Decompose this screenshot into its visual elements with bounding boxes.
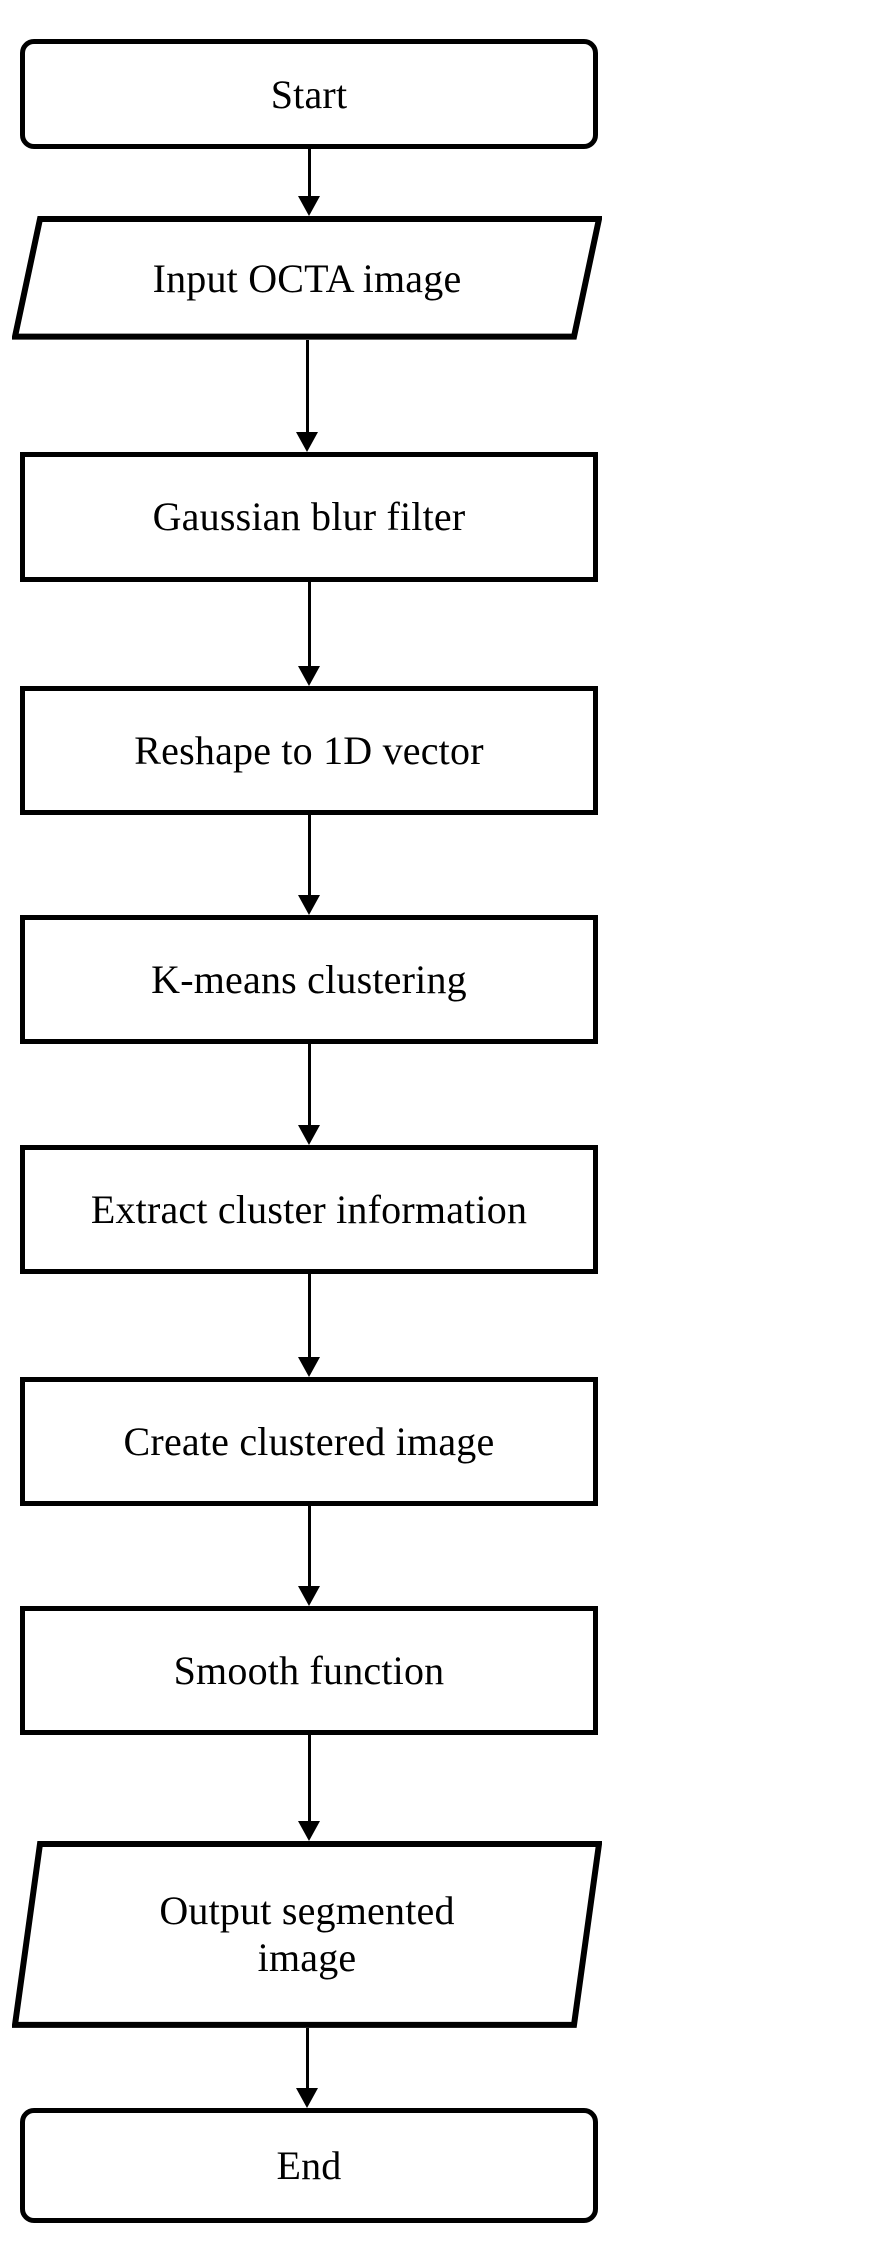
flowchart-node-kmeans: K-means clustering — [20, 914, 598, 1044]
flowchart-node-create: Create clustered image — [20, 1376, 598, 1507]
flowchart-node-start: Start — [20, 39, 598, 149]
arrowhead-icon — [298, 1356, 320, 1377]
arrow-shaft — [307, 1274, 311, 1359]
node-label-reshape: Reshape to 1D vector — [134, 727, 484, 773]
arrow-blur-to-reshape — [289, 581, 329, 686]
arrow-shaft — [307, 814, 311, 897]
arrow-shaft — [307, 1043, 311, 1128]
arrow-input-to-blur — [287, 340, 327, 453]
parallelogram-shape — [12, 1840, 602, 2028]
flowchart-node-input: Input OCTA image — [12, 216, 602, 341]
parallelogram-shape — [12, 216, 602, 341]
arrow-reshape-to-kmeans — [289, 814, 329, 915]
arrow-kmeans-to-extract — [289, 1043, 329, 1146]
arrowhead-icon — [298, 665, 320, 686]
arrow-shaft — [307, 1735, 311, 1823]
flowchart-node-reshape: Reshape to 1D vector — [20, 685, 598, 815]
node-label-input: Input OCTA image — [152, 255, 462, 301]
arrow-smooth-to-output — [289, 1735, 329, 1841]
arrow-create-to-smooth — [289, 1506, 329, 1606]
arrowhead-icon — [298, 1125, 320, 1146]
flowchart-node-blur: Gaussian blur filter — [20, 452, 598, 582]
arrow-shaft — [307, 581, 311, 668]
arrowhead-icon — [298, 1586, 320, 1606]
arrowhead-icon — [296, 2087, 318, 2108]
flowchart-node-output: Output segmented image — [12, 1840, 602, 2028]
arrow-output-to-end — [287, 2027, 327, 2108]
arrowhead-icon — [296, 432, 318, 453]
node-label-start: Start — [270, 71, 348, 117]
node-label-blur: Gaussian blur filter — [152, 494, 466, 540]
flowchart-node-extract: Extract cluster information — [20, 1145, 598, 1275]
arrow-shaft — [307, 148, 311, 199]
node-label-end: End — [276, 2142, 342, 2188]
node-label-smooth: Smooth function — [173, 1648, 445, 1694]
flowchart-node-smooth: Smooth function — [20, 1606, 598, 1736]
arrow-shaft — [305, 340, 309, 435]
arrowhead-icon — [298, 894, 320, 915]
arrow-shaft — [307, 1506, 311, 1588]
node-label-output: Output segmented image — [159, 1887, 455, 1981]
flowchart-node-end: End — [20, 2107, 598, 2223]
arrow-start-to-input — [289, 148, 329, 217]
arrow-extract-to-create — [289, 1274, 329, 1377]
node-label-extract: Extract cluster information — [90, 1187, 528, 1233]
arrow-shaft — [305, 2027, 309, 2090]
arrowhead-icon — [298, 1820, 320, 1841]
node-label-create: Create clustered image — [123, 1419, 495, 1465]
arrowhead-icon — [298, 196, 320, 217]
node-label-kmeans: K-means clustering — [151, 956, 467, 1002]
